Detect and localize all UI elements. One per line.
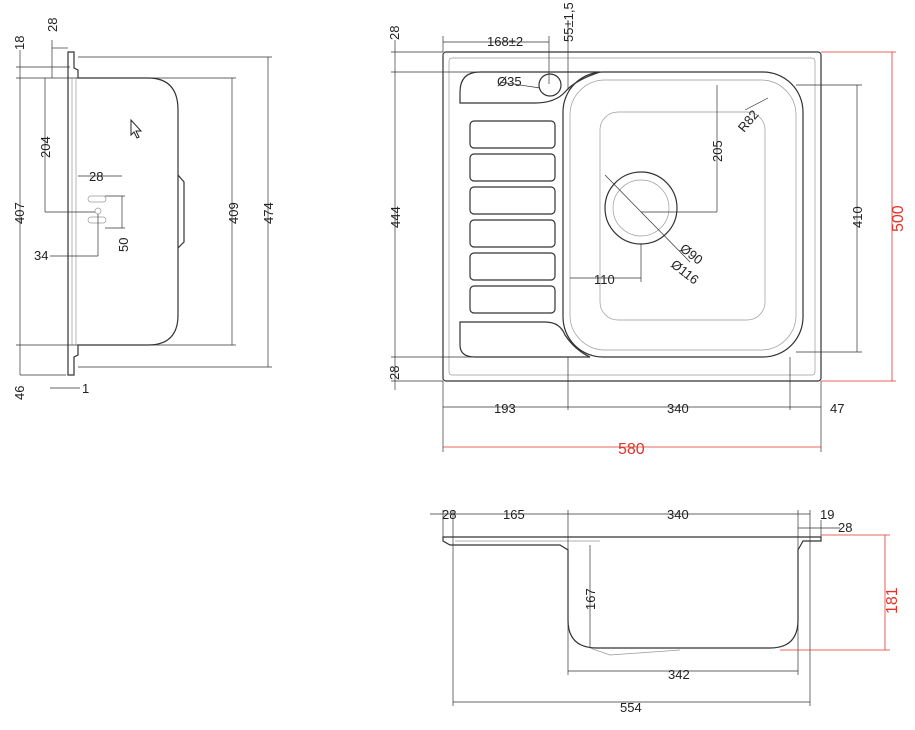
dim-50: 50	[116, 238, 131, 252]
dim-409: 409	[226, 202, 241, 224]
dim-407: 407	[12, 202, 27, 224]
dim-28-left: 28	[442, 507, 456, 522]
dim-410: 410	[850, 206, 865, 228]
dim-204: 204	[38, 136, 53, 158]
pointer-cursor-icon	[130, 118, 143, 139]
dim-28-drain: 28	[89, 169, 103, 184]
dim-554: 554	[620, 700, 642, 715]
side-view: 28 18 204 28 407 409 474 50 34 46 1	[12, 18, 276, 400]
dim-474: 474	[261, 202, 276, 224]
dim-34: 34	[34, 248, 48, 263]
dim-18: 18	[12, 36, 27, 50]
dim-dia35: Ø35	[497, 74, 522, 89]
dim-205: 205	[710, 140, 725, 162]
dim-342: 342	[668, 667, 690, 682]
dim-110: 110	[594, 272, 615, 287]
dim-181: 181	[884, 587, 901, 614]
dim-340: 340	[667, 507, 689, 522]
dim-1: 1	[82, 381, 89, 396]
dim-r82: R82	[735, 107, 762, 135]
dim-28: 28	[45, 18, 60, 32]
dim-580: 580	[618, 441, 645, 458]
front-view: 28 165 340 19 28 181 167 342 554	[430, 507, 901, 715]
dim-500: 500	[890, 205, 907, 232]
dim-28-bottom: 28	[387, 366, 402, 380]
dim-46: 46	[12, 386, 27, 400]
dim-167: 167	[583, 588, 598, 610]
dim-444: 444	[388, 206, 403, 228]
dim-340: 340	[667, 401, 689, 416]
dim-193: 193	[494, 401, 516, 416]
dim-47: 47	[830, 401, 844, 416]
dim-28-right: 28	[838, 520, 852, 535]
dim-19: 19	[820, 507, 834, 522]
top-view: 28 168±2 55±1,5 Ø35 R82 205 444 410 500 …	[387, 2, 907, 458]
dim-55: 55±1,5	[561, 2, 576, 42]
dim-28-top: 28	[387, 26, 402, 40]
dim-168: 168±2	[487, 34, 523, 49]
dim-165: 165	[503, 507, 525, 522]
